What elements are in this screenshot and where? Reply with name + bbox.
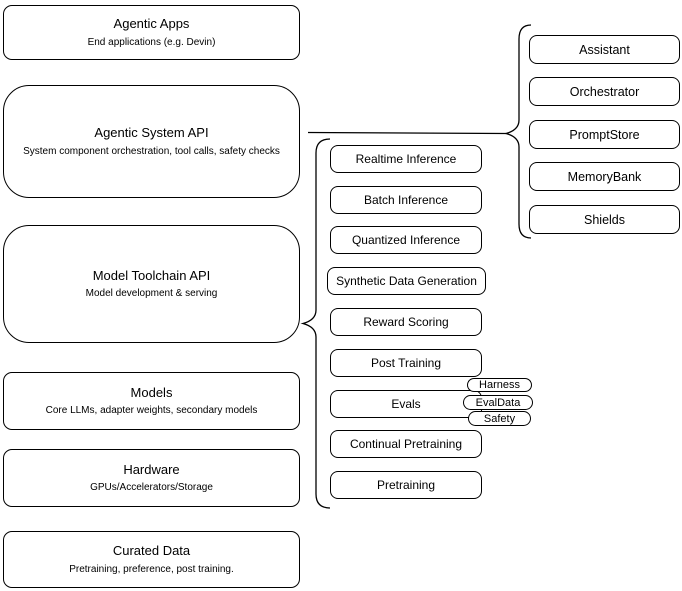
node-subtitle: Model development & serving — [85, 288, 218, 300]
node-synthetic-data-generation: Synthetic Data Generation — [327, 267, 486, 295]
node-quantized-inference: Quantized Inference — [330, 226, 482, 254]
node-title: Model Toolchain API — [92, 267, 211, 283]
node-subtitle: Pretraining, preference, post training. — [69, 563, 234, 575]
toolchain-brace — [300, 138, 331, 509]
node-post-training: Post Training — [330, 349, 482, 377]
node-model-toolchain-api: Model Toolchain API Model development & … — [3, 225, 300, 343]
tag-evaldata: EvalData — [463, 395, 533, 410]
node-shields: Shields — [529, 205, 680, 234]
node-models: Models Core LLMs, adapter weights, secon… — [3, 372, 300, 430]
node-subtitle: Core LLMs, adapter weights, secondary mo… — [45, 405, 258, 417]
node-title: Curated Data — [112, 543, 191, 559]
node-evals: Evals — [330, 390, 482, 418]
node-hardware: Hardware GPUs/Accelerators/Storage — [3, 449, 300, 507]
node-continual-pretraining: Continual Pretraining — [330, 430, 482, 458]
node-reward-scoring: Reward Scoring — [330, 308, 482, 336]
node-curated-data: Curated Data Pretraining, preference, po… — [3, 531, 300, 588]
node-subtitle: GPUs/Accelerators/Storage — [90, 482, 213, 494]
node-title: Agentic Apps — [113, 16, 190, 32]
node-agentic-apps: Agentic Apps End applications (e.g. Devi… — [3, 5, 300, 60]
node-title: Models — [130, 384, 173, 400]
node-realtime-inference: Realtime Inference — [330, 145, 482, 173]
tag-harness: Harness — [467, 378, 532, 392]
node-assistant: Assistant — [529, 35, 680, 64]
node-promptstore: PromptStore — [529, 120, 680, 149]
tag-safety: Safety — [468, 411, 531, 426]
node-memorybank: MemoryBank — [529, 162, 680, 191]
node-title: Hardware — [123, 461, 180, 477]
node-subtitle: System component orchestration, tool cal… — [23, 145, 280, 157]
node-subtitle: End applications (e.g. Devin) — [87, 36, 216, 48]
node-orchestrator: Orchestrator — [529, 77, 680, 106]
node-pretraining: Pretraining — [330, 471, 482, 499]
node-agentic-system-api: Agentic System API System component orch… — [3, 85, 300, 198]
system-connector-line — [307, 131, 507, 135]
node-batch-inference: Batch Inference — [330, 186, 482, 214]
system-brace — [503, 24, 532, 239]
node-title: Agentic System API — [94, 125, 209, 141]
